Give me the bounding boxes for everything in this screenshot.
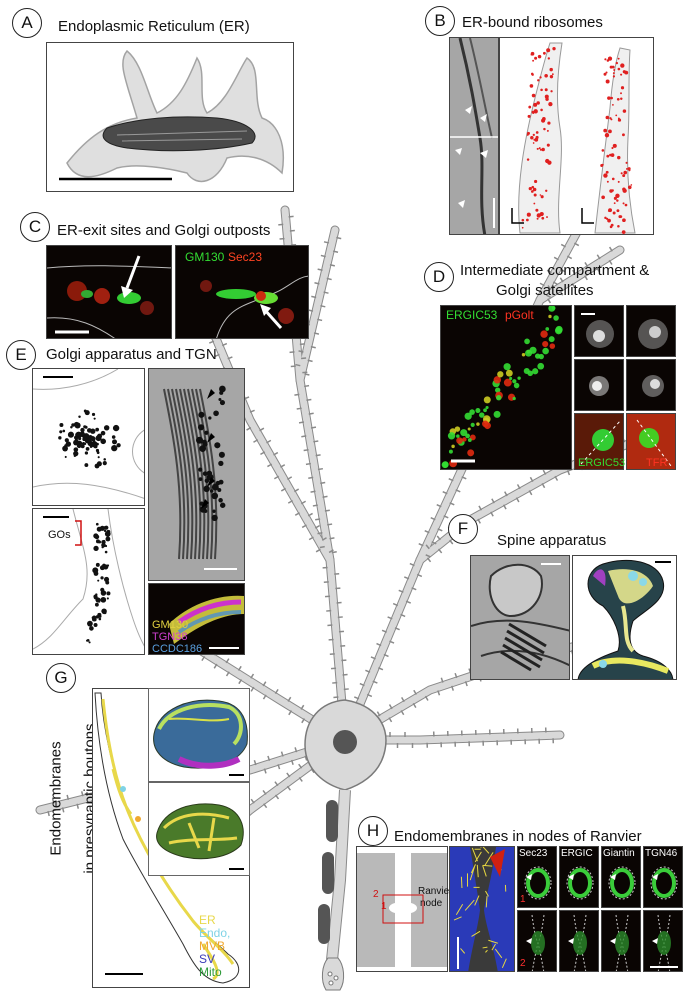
panel-h-row-label-2: 2 (520, 958, 526, 969)
panel-d-image-main (440, 305, 572, 470)
panel-g-legend: ER Endo, MVB SV Mito (199, 914, 230, 979)
panel-g-letter: G (46, 663, 76, 693)
legend-item-endo: Endo, (199, 926, 231, 940)
panel-e-image-bottom (32, 508, 145, 655)
panel-d-tile-2 (626, 305, 676, 357)
panel-g-title-line1: Endomembranes (47, 741, 65, 856)
panel-b-letter: B (425, 6, 455, 36)
panel-h-label-1: 1 (381, 901, 387, 912)
panel-b-em-image (449, 37, 499, 235)
panel-e-label-gos: GOs (48, 529, 71, 541)
panel-h-tile-2-2 (559, 910, 599, 972)
panel-h-letter: H (358, 816, 388, 846)
panel-d-tile-4 (626, 359, 676, 411)
panel-f-em-image (470, 555, 570, 680)
panel-e-title: Golgi apparatus and TGN (46, 346, 217, 363)
panel-d-tile-3 (574, 359, 624, 411)
panel-d-label-ergic53-small: ERGIC53 (578, 457, 626, 469)
panel-d-title-line2: Golgi satellites (496, 282, 594, 299)
panel-b-3d-image (499, 37, 654, 235)
panel-b-title: ER-bound ribosomes (462, 14, 603, 31)
panel-h-label-node: node (420, 898, 443, 909)
panel-e-fluor-image (148, 583, 245, 655)
panel-d-title-line1: Intermediate compartment & (460, 262, 650, 279)
panel-d-label-ergic53: ERGIC53 (446, 308, 498, 322)
panel-c-image-right (175, 245, 309, 339)
panel-h-schematic (356, 846, 448, 972)
panel-d-letter: D (424, 262, 454, 292)
legend-item-er: ER (199, 913, 216, 927)
panel-d-label-pgolt: pGolt (505, 308, 534, 322)
panel-c-letter: C (20, 212, 50, 242)
panel-c-image-left (46, 245, 172, 339)
panel-d-tile-1 (574, 305, 624, 357)
panel-f-3d-image (572, 555, 677, 680)
panel-h-tile-3-1 (601, 846, 641, 908)
panel-a-title: Endoplasmic Reticulum (ER) (58, 18, 250, 35)
panel-h-tile-4-1 (643, 846, 683, 908)
panel-h-column-header-4: TGN46 (645, 848, 678, 859)
legend-item-sv: SV (199, 952, 216, 966)
panel-e-label-gm130: GM130 (152, 619, 189, 631)
panel-f-letter: F (448, 514, 478, 544)
panel-a-letter: A (12, 8, 42, 38)
panel-h-tile-1-2: 2 (517, 910, 557, 972)
panel-h-3d-image (449, 846, 515, 972)
panel-h-column-header-2: ERGIC (561, 848, 593, 859)
legend-item-mvb: MVB (199, 939, 226, 953)
panel-e-label-ccdc186: CCDC186 (152, 643, 203, 655)
panel-e-letter: E (6, 340, 36, 370)
panel-h-tile-4-2 (643, 910, 683, 972)
panel-d-tile-5 (574, 413, 624, 470)
panel-a-image (46, 42, 294, 192)
panel-g-inset-top (148, 688, 250, 782)
panel-h-column-header-1: Sec23 (519, 848, 548, 859)
panel-h-label-ranvier: Ranvier (418, 886, 453, 897)
panel-c-label-gm130: GM130 (185, 250, 225, 264)
panel-h-column-header-3: Giantin (603, 848, 635, 859)
panel-e-em-image (148, 368, 245, 581)
legend-item-mito: Mito (199, 965, 222, 979)
panel-h-tile-3-2 (601, 910, 641, 972)
panel-h-row-label-1: 1 (520, 894, 526, 905)
panel-h-tile-1-1: 1 (517, 846, 557, 908)
panel-d-label-tfr: TFR (646, 457, 668, 469)
panel-c-title: ER-exit sites and Golgi outposts (57, 222, 271, 239)
panel-f-title: Spine apparatus (497, 532, 607, 549)
panel-h-tile-2-1 (559, 846, 599, 908)
panel-g-inset-bottom (148, 782, 250, 876)
panel-h-title: Endomembranes in nodes of Ranvier (394, 828, 642, 845)
panel-h-label-2: 2 (373, 889, 379, 900)
panel-d-tile-6 (626, 413, 676, 470)
panel-e-label-tgn38: TGN38 (152, 631, 188, 643)
panel-c-label-sec23: Sec23 (228, 250, 263, 264)
panel-e-image-top (32, 368, 145, 506)
